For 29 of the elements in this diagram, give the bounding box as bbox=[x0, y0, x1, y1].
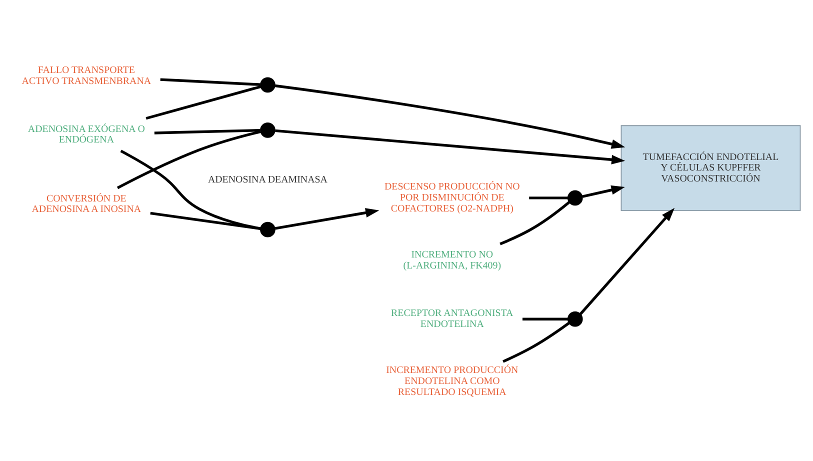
arrow bbox=[274, 208, 380, 230]
node-circle bbox=[567, 311, 583, 327]
connector bbox=[502, 322, 570, 363]
connector bbox=[500, 201, 570, 246]
node-text: DESCENSO PRODUCCIÓN NO POR DISMINUCIÓN DE COFACTORES (O2-NADPH) bbox=[384, 182, 520, 214]
node-text: INCREMENTO PRODUCCIÓN ENDOTELINA COMO RESULTADO ISQUEMIA bbox=[386, 365, 518, 398]
node-text: RECEPTOR ANTAGONISTA ENDOTELINA bbox=[391, 308, 514, 330]
connector bbox=[154, 128, 260, 134]
node-circle bbox=[260, 77, 276, 93]
arrow bbox=[579, 208, 675, 315]
node-circle bbox=[567, 190, 583, 206]
connector bbox=[116, 130, 261, 190]
connector bbox=[120, 150, 261, 230]
node-label: ADENOSINA DEAMINASA bbox=[208, 174, 328, 186]
arrow bbox=[582, 185, 625, 198]
node-text: INCREMENTO NO (L-ARGININA, FK409) bbox=[403, 249, 502, 272]
connector bbox=[160, 78, 260, 86]
node-text: CONVERSIÓN DE ADENOSINA A INOSINA bbox=[32, 193, 142, 216]
node-circle bbox=[260, 222, 276, 238]
connector bbox=[522, 318, 568, 320]
node-box: TUMEFACCIÓN ENDOTELIAL Y CÉLULAS KUPFFER VASOCONSTRICCIÓN bbox=[620, 125, 801, 212]
node-text: FALLO TRANSPORTE ACTIVO TRANSMENBRANA bbox=[22, 65, 152, 87]
connector bbox=[529, 196, 568, 200]
arrow bbox=[274, 84, 626, 149]
arrow bbox=[275, 129, 626, 164]
connector bbox=[150, 212, 261, 230]
connector bbox=[146, 85, 262, 120]
node-text: ADENOSINA EXÓGENA O ENDÓGENA bbox=[28, 124, 145, 146]
node-circle bbox=[260, 122, 276, 138]
